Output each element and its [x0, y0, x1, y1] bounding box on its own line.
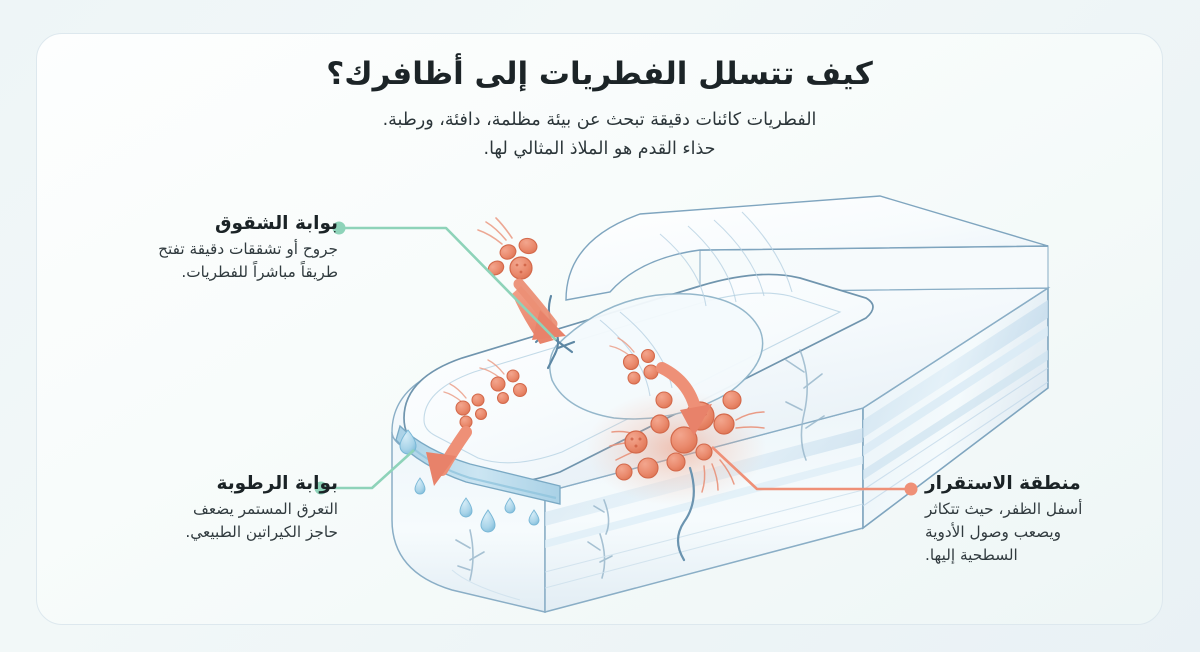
callout-stronghold-desc-line-1: أسفل الظفر، حيث تتكاثر — [925, 500, 1083, 519]
callout-moisture: بوابة الرطوبة التعرق المستمر يضعف حاجز ا… — [185, 472, 338, 544]
callout-moisture-description: التعرق المستمر يضعف حاجز الكيراتين الطبي… — [185, 498, 338, 544]
header: كيف تتسلل الفطريات إلى أظافرك؟ الفطريات … — [37, 54, 1162, 164]
page-title: كيف تتسلل الفطريات إلى أظافرك؟ — [326, 56, 873, 92]
callout-cracks-desc-line-2: طريقاً مباشراً للفطريات. — [181, 263, 338, 282]
callout-stronghold-desc-line-3: السطحية إليها. — [925, 546, 1018, 564]
callout-stronghold-desc-line-2: ويصعب وصول الأدوية — [925, 523, 1062, 542]
callout-cracks-description: جروح أو تشققات دقيقة تفتح طريقاً مباشراً… — [158, 238, 338, 284]
callout-stronghold-title: منطقة الاستقرار — [925, 473, 1081, 494]
callout-moisture-desc-line-2: حاجز الكيراتين الطبيعي. — [185, 523, 338, 542]
callout-moisture-title: بوابة الرطوبة — [216, 473, 338, 494]
subtitle-line-2: حذاء القدم هو الملاذ المثالي لها. — [483, 139, 716, 160]
callout-cracks-desc-line-1: جروح أو تشققات دقيقة تفتح — [158, 240, 338, 259]
callout-moisture-desc-line-1: التعرق المستمر يضعف — [193, 500, 338, 519]
callout-stronghold: منطقة الاستقرار أسفل الظفر، حيث تتكاثر و… — [925, 472, 1082, 567]
callout-cracks-title: بوابة الشقوق — [214, 213, 338, 234]
subtitle-line-1: الفطريات كائنات دقيقة تبحث عن بيئة مظلمة… — [382, 110, 817, 131]
page-subtitle: الفطريات كائنات دقيقة تبحث عن بيئة مظلمة… — [37, 106, 1162, 164]
callout-cracks: بوابة الشقوق جروح أو تشققات دقيقة تفتح ط… — [158, 212, 338, 284]
callout-stronghold-description: أسفل الظفر، حيث تتكاثر ويصعب وصول الأدوي… — [925, 498, 1082, 567]
